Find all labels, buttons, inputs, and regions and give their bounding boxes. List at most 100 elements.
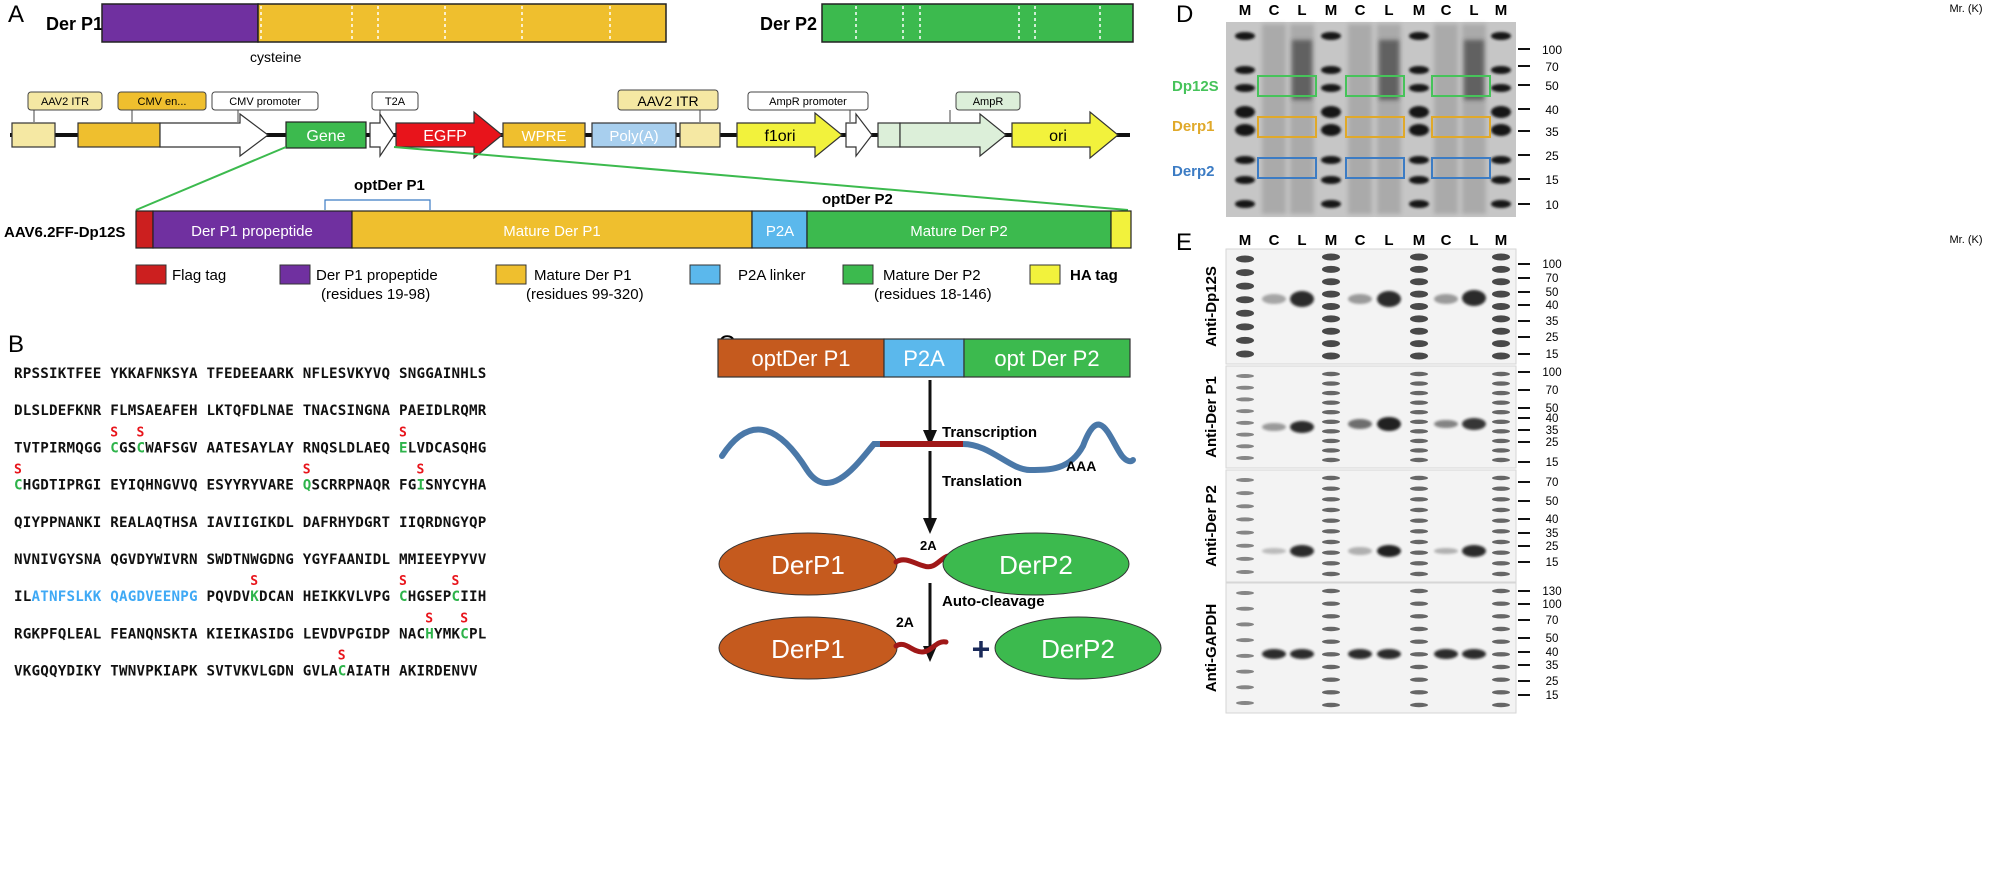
protein-band <box>1377 291 1401 307</box>
legend-ha-tag: HA tag <box>1070 267 1118 284</box>
marker-band <box>1236 491 1254 496</box>
marker-band <box>1321 32 1341 40</box>
cmv-enhancer-block <box>77 122 161 148</box>
panel-letter-b: B <box>8 331 24 358</box>
marker-band <box>1492 457 1510 463</box>
marker-label: 50 <box>1545 79 1559 93</box>
marker-band <box>1409 200 1429 208</box>
panel-e-lane-m: M <box>1413 232 1426 249</box>
marker-band <box>1236 456 1254 460</box>
mature-p2-segment-label: Mature Der P2 <box>910 223 1008 240</box>
translation-label: Translation <box>942 473 1022 490</box>
marker-band <box>1236 255 1254 263</box>
marker-band <box>1322 457 1340 463</box>
marker-band <box>1236 478 1254 482</box>
panel-b: B RPSSIKTFEE YKKAFNKSYA TFEDEEAARK NFLES… <box>8 331 487 680</box>
panel-d-lane-m: M <box>1495 2 1508 19</box>
sequence-line: ILATNFSLKK QAGDVEENPG PQVDVKDCAN HEIKKVL… <box>14 589 486 605</box>
marker-band <box>1236 570 1254 574</box>
label-ampr-promoter: AmpR promoter <box>769 96 847 108</box>
p2a-box <box>883 338 965 378</box>
optderp2-box <box>963 338 1131 378</box>
marker-band <box>1492 677 1510 682</box>
marker-band <box>1236 269 1254 277</box>
blot-label: Anti-Dp12S <box>1203 266 1220 347</box>
blot-membrane <box>1225 365 1517 469</box>
blot-label: Anti-Der P1 <box>1203 376 1220 458</box>
marker-label: 100 <box>1542 43 1562 57</box>
disulfide-s-marker: S <box>14 463 22 478</box>
sequence-line: VKGQQYDIKY TWNVPKIAPK SVTVKVLGDN GVLACAI… <box>14 664 478 680</box>
marker-band <box>1492 518 1510 523</box>
marker-band <box>1409 124 1429 136</box>
panel-d-lane-l: L <box>1469 2 1478 19</box>
disulfide-s-marker: S <box>452 574 460 589</box>
marker-band <box>1410 290 1428 298</box>
panel-e-blots: 100705040352515Anti-Dp12S100705040352515… <box>1203 248 1562 714</box>
protein-band <box>1262 548 1286 554</box>
panel-e-lane-c: C <box>1269 232 1280 249</box>
label-cmv-enhancer: CMV en... <box>138 96 187 108</box>
protein-band <box>1462 290 1486 306</box>
marker-band <box>1491 176 1511 184</box>
marker-band <box>1235 200 1255 208</box>
derp1-band-box <box>1345 116 1405 138</box>
protein-band <box>1290 421 1314 433</box>
mrna-strand <box>719 421 1136 486</box>
optderp2-label: optDer P2 <box>822 191 893 208</box>
marker-band <box>1492 626 1510 632</box>
marker-band <box>1410 652 1428 657</box>
panel-letter-d: D <box>1176 1 1193 28</box>
autocleavage-label: Auto-cleavage <box>942 593 1045 610</box>
marker-band <box>1322 614 1340 619</box>
marker-band <box>1322 419 1340 424</box>
f1ori-label: f1ori <box>764 128 795 145</box>
ori-arrow <box>1011 110 1119 160</box>
marker-band <box>1410 448 1428 453</box>
marker-band <box>1492 390 1510 396</box>
marker-label: 50 <box>1546 633 1559 645</box>
optderp1-label: optDer P1 <box>354 177 425 194</box>
marker-band <box>1236 556 1254 561</box>
marker-band <box>1491 200 1511 208</box>
marker-band <box>1322 626 1340 632</box>
derp2-mature-bar <box>821 3 1134 43</box>
marker-label: 70 <box>1545 60 1559 74</box>
protein-sequence: RPSSIKTFEE YKKAFNKSYA TFEDEEAARK NFLESVK… <box>14 366 487 680</box>
marker-label: 70 <box>1546 385 1559 397</box>
flag-tag-segment <box>135 210 154 249</box>
panel-e-lane-m: M <box>1495 232 1508 249</box>
marker-band <box>1322 571 1340 577</box>
polya-block <box>591 122 677 148</box>
construct-legend: Flag tag Der P1 propeptide (residues 19-… <box>135 264 1118 303</box>
protein-band <box>1348 649 1372 659</box>
panel-e-lane-l: L <box>1297 232 1306 249</box>
marker-band <box>1322 690 1340 695</box>
egfp-arrow <box>395 110 503 160</box>
dp12s-band-box <box>1345 75 1405 97</box>
optderp1-box-label: optDer P1 <box>751 346 850 371</box>
marker-band <box>1322 677 1340 682</box>
legend-mature-p1-sub: (residues 99-320) <box>526 286 644 303</box>
ori-label: ori <box>1049 128 1067 145</box>
plus-sign: + <box>972 631 991 667</box>
marker-band <box>1410 381 1428 386</box>
mature-p2-segment <box>806 210 1112 249</box>
marker-band <box>1236 432 1254 437</box>
disulfide-s-marker: S <box>399 425 407 440</box>
marker-band <box>1492 265 1510 273</box>
marker-band <box>1322 475 1340 481</box>
marker-band <box>1410 690 1428 695</box>
2a-label-bottom: 2A <box>896 614 914 630</box>
marker-band <box>1492 652 1510 657</box>
sequence-line: RGKPFQLEAL FEANQNSKTA KIEIKASIDG LEVDVPG… <box>14 626 486 642</box>
blot-label: Anti-GAPDH <box>1203 604 1220 692</box>
blot-membrane <box>1225 469 1517 583</box>
legend-flag-tag: Flag tag <box>172 267 226 284</box>
marker-band <box>1322 315 1340 323</box>
plasmid-map: AAV2 ITR CMV en... CMV promoter T2A AAV2… <box>10 89 1130 160</box>
label-t2a: T2A <box>385 96 406 108</box>
